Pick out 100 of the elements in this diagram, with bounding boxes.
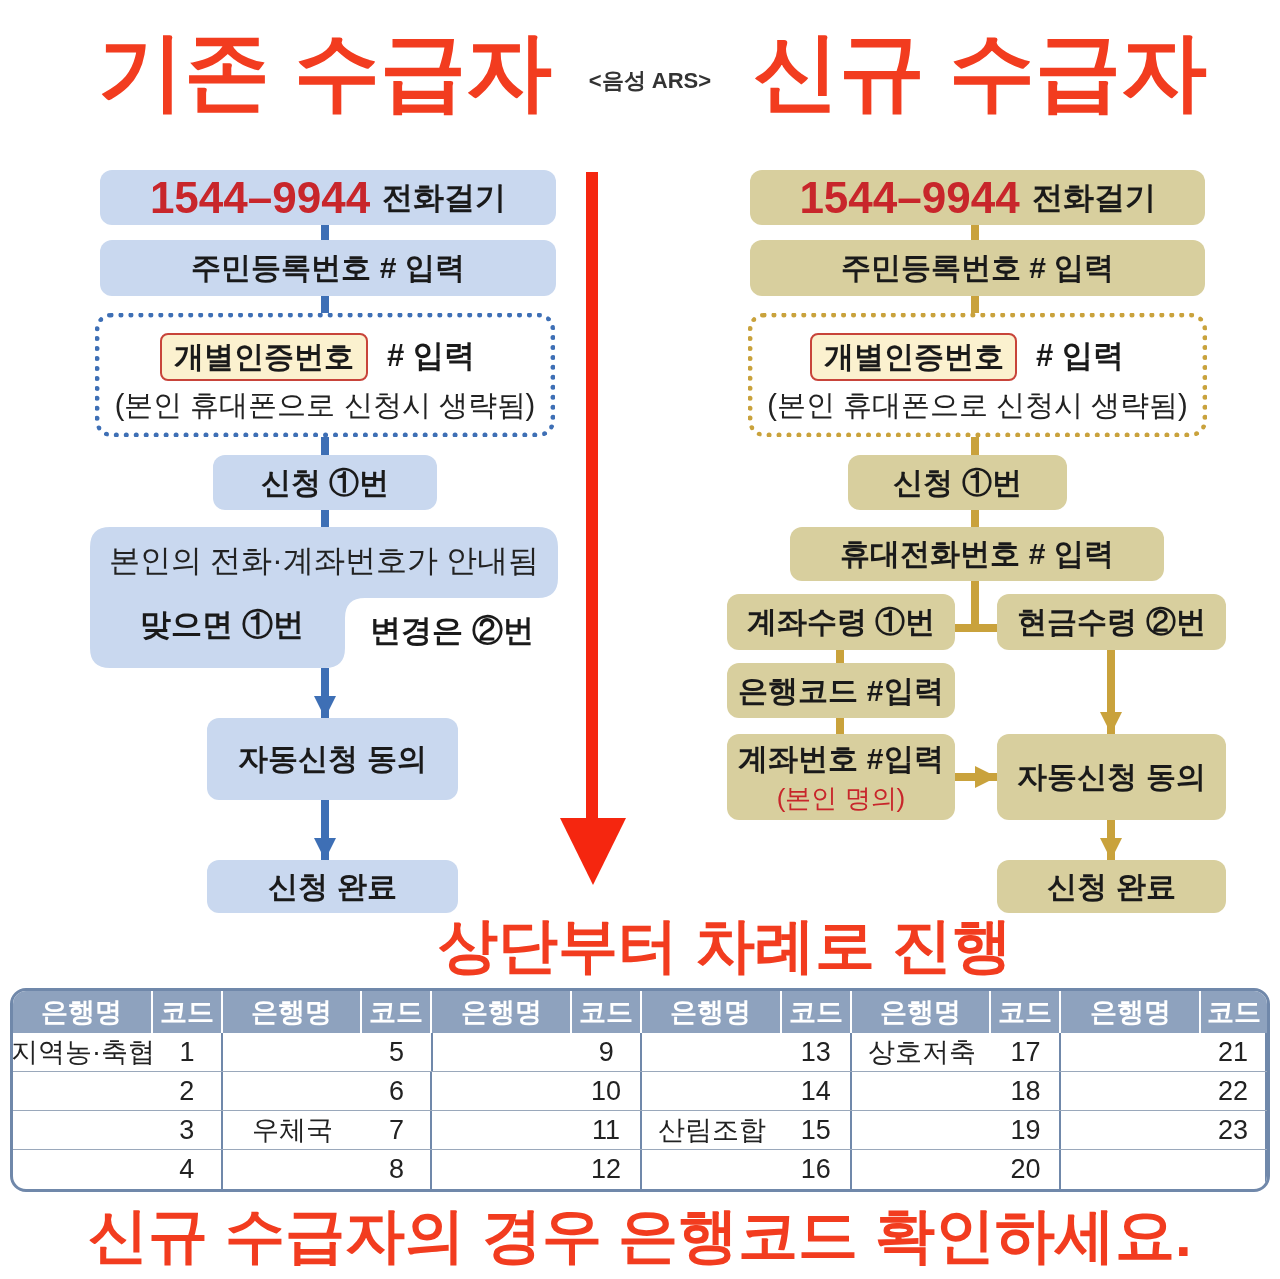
node-text: 주민등록번호 # 입력 — [191, 250, 465, 287]
process-box — [848, 455, 1067, 510]
table-cell-text: 3 — [179, 1113, 195, 1147]
heading: 신규 수급자 — [753, 28, 1207, 114]
node-text: 자동신청 동의 — [238, 741, 427, 778]
table-header: 코드 — [998, 995, 1053, 1029]
process-box — [207, 860, 458, 913]
connector-line — [971, 437, 979, 455]
table-cell-text: 20 — [1010, 1153, 1041, 1187]
node-text: 개별인증번호 — [174, 339, 354, 376]
table-cell-text: 22 — [1218, 1074, 1249, 1108]
table-cell-text: 16 — [800, 1153, 831, 1187]
table-header: 코드 — [788, 995, 843, 1029]
table-cell-text: 23 — [1218, 1113, 1249, 1147]
table-cell-text: 9 — [598, 1035, 614, 1069]
table-cell-text: 5 — [389, 1035, 405, 1069]
process-box — [100, 240, 556, 296]
node-text: (본인 휴대폰으로 신청시 생략됨) — [767, 391, 1188, 420]
connector-line — [836, 718, 844, 734]
node-text: 본인의 전화·계좌번호가 안내됨 — [108, 545, 540, 576]
arrow — [1100, 650, 1122, 734]
table-cell-text: 14 — [800, 1074, 831, 1108]
connector-line — [836, 650, 844, 663]
process-box — [727, 734, 955, 820]
connector-line — [971, 296, 979, 313]
node-text: 전화걸기 — [382, 182, 507, 213]
table-header: 은행명 — [251, 995, 333, 1029]
process-box — [997, 734, 1226, 820]
heading: 기존 수급자 — [98, 28, 552, 114]
node-text: 전화걸기 — [1031, 182, 1156, 213]
process-box — [213, 455, 437, 510]
dotted-group-box — [748, 313, 1207, 437]
arrow — [955, 766, 997, 788]
table-cell-text: 8 — [388, 1153, 404, 1187]
table-cell-text: 12 — [591, 1153, 622, 1187]
node-text: 휴대전화번호 # 입력 — [840, 536, 1114, 573]
node-text: 신청 ①번 — [260, 464, 390, 501]
subheading: <음성 ARS> — [588, 67, 712, 95]
table-cell-text: 13 — [800, 1035, 831, 1069]
process-box — [997, 860, 1226, 913]
node-text: 신청 ①번 — [893, 464, 1022, 501]
process-box — [790, 527, 1164, 581]
connector-line — [971, 225, 979, 240]
connector-line — [321, 510, 329, 527]
node-text: # 입력 — [387, 338, 475, 373]
notice-text: 신규 수급자의 경우 은행코드 확인하세요. — [88, 1201, 1192, 1271]
node-text: 신청 완료 — [1047, 868, 1176, 905]
table-cell-text: 11 — [592, 1113, 621, 1147]
process-box — [750, 240, 1205, 296]
node-text: 은행코드 #입력 — [738, 672, 944, 709]
table-cell-text: 19 — [1010, 1113, 1041, 1147]
table-cell-text: 6 — [388, 1074, 404, 1108]
table-cell-text: 산림조합 — [657, 1113, 766, 1147]
connector-line — [321, 296, 329, 313]
table-cell-text: 1 — [179, 1035, 195, 1069]
node-text: 자동신청 동의 — [1017, 759, 1206, 796]
table-header: 은행명 — [1089, 995, 1171, 1029]
node-text: 신청 완료 — [268, 868, 397, 905]
table-header: 코드 — [1207, 995, 1262, 1029]
connector-line — [971, 510, 979, 527]
highlight-tag — [810, 333, 1017, 381]
table-cell-text: 우체국 — [252, 1113, 334, 1147]
process-box — [727, 594, 955, 650]
connector-line — [321, 437, 329, 455]
table-cell-text: 2 — [179, 1074, 195, 1108]
node-text: (본인 명의) — [776, 781, 906, 814]
table-header: 은행명 — [460, 995, 542, 1029]
arrow — [314, 668, 336, 718]
process-box — [207, 718, 458, 800]
dotted-group-box — [95, 313, 555, 437]
table-cell-text: 21 — [1218, 1035, 1249, 1069]
table-cell-text: 지역농·축협 — [13, 1035, 155, 1069]
node-text: 주민등록번호 # 입력 — [840, 250, 1115, 287]
highlight-tag — [160, 333, 368, 381]
table-cell-text: 18 — [1010, 1074, 1041, 1108]
table-header: 은행명 — [670, 995, 752, 1029]
node-text: 1544–9944 — [149, 175, 371, 220]
beside-text: 변경은 ②번 — [370, 613, 534, 648]
table-header: 은행명 — [880, 995, 962, 1029]
table-header: 코드 — [369, 995, 424, 1029]
node-text: 1544–9944 — [799, 175, 1020, 220]
table-header: 코드 — [579, 995, 634, 1029]
table-cell-text: 15 — [800, 1113, 831, 1147]
table-cell-text: 10 — [591, 1074, 622, 1108]
node-text: 맞으면 ①번 — [140, 607, 304, 642]
process-box — [750, 170, 1205, 225]
node-text: 계좌번호 #입력 — [738, 741, 944, 777]
table-cell-text: 상호저축 — [867, 1035, 976, 1069]
table-header: 코드 — [159, 995, 214, 1029]
process-box — [997, 594, 1226, 650]
node-text: 현금수령 ②번 — [1017, 604, 1206, 641]
process-box — [727, 663, 955, 718]
node-text: 개별인증번호 — [823, 339, 1004, 376]
table-header: 은행명 — [41, 995, 123, 1029]
table-cell-text: 7 — [388, 1113, 404, 1147]
node-text: (본인 휴대폰으로 신청시 생략됨) — [114, 391, 536, 420]
table-cell-text: 17 — [1010, 1035, 1041, 1069]
node-text: # 입력 — [1036, 338, 1124, 373]
arrow — [314, 800, 336, 860]
node-text: 계좌수령 ①번 — [746, 604, 936, 641]
